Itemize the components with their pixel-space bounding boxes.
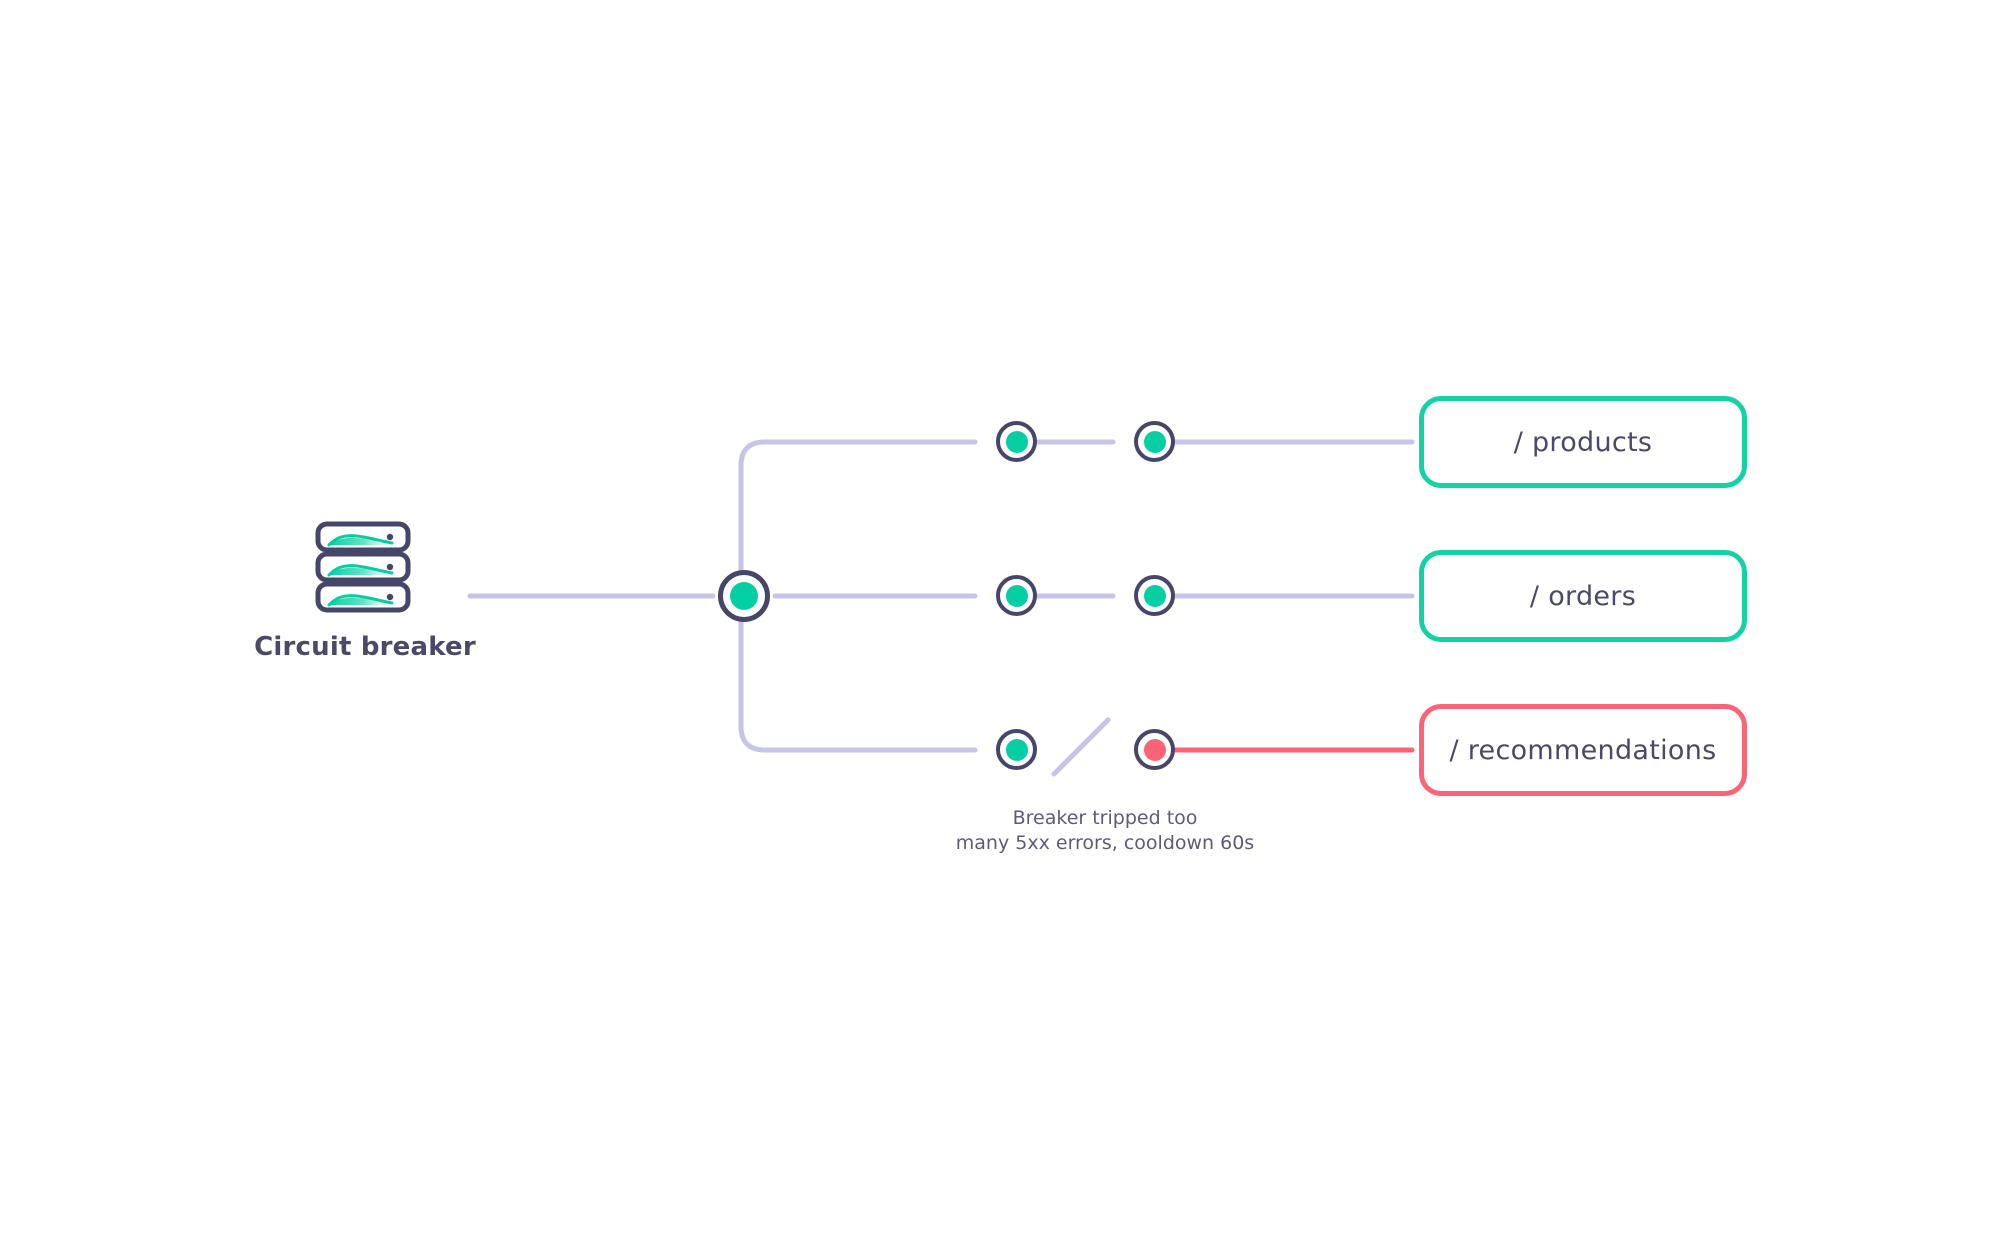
relay-node-core (1005, 430, 1028, 453)
route-pill-label: / orders (1529, 580, 1637, 612)
relay-node-core (1005, 584, 1028, 607)
relay-node-orders-1[interactable] (996, 575, 1037, 616)
relay-node-products-1[interactable] (996, 421, 1037, 462)
route-pill-label: / recommendations (1449, 734, 1717, 766)
relay-node-core (1143, 584, 1166, 607)
relay-node-recommendations-2[interactable] (1134, 729, 1175, 770)
relay-node-core (1005, 738, 1028, 761)
relay-node-products-2[interactable] (1134, 421, 1175, 462)
wire-branch-up (738, 439, 978, 599)
breaker-note-line-2: many 5xx errors, cooldown 60s (955, 832, 1255, 855)
wire-recommendations-broken-slash (1051, 717, 1111, 777)
relay-node-core-failed (1143, 738, 1166, 761)
server-stack-icon (315, 521, 411, 613)
breaker-note-line-1: Breaker tripped too (1012, 807, 1198, 829)
relay-node-orders-2[interactable] (1134, 575, 1175, 616)
breaker-tripped-note: Breaker tripped too many 5xx errors, coo… (905, 806, 1305, 856)
relay-node-core (1143, 430, 1166, 453)
source-label: Circuit breaker (254, 632, 476, 662)
hub-node-core (730, 582, 758, 610)
hub-node[interactable] (718, 570, 770, 622)
route-pill-recommendations[interactable]: / recommendations (1419, 704, 1747, 796)
route-pill-orders[interactable]: / orders (1419, 550, 1747, 642)
wire-branch-down (738, 593, 978, 753)
route-pill-products[interactable]: / products (1419, 396, 1747, 488)
relay-node-recommendations-1[interactable] (996, 729, 1037, 770)
route-pill-label: / products (1513, 426, 1653, 458)
